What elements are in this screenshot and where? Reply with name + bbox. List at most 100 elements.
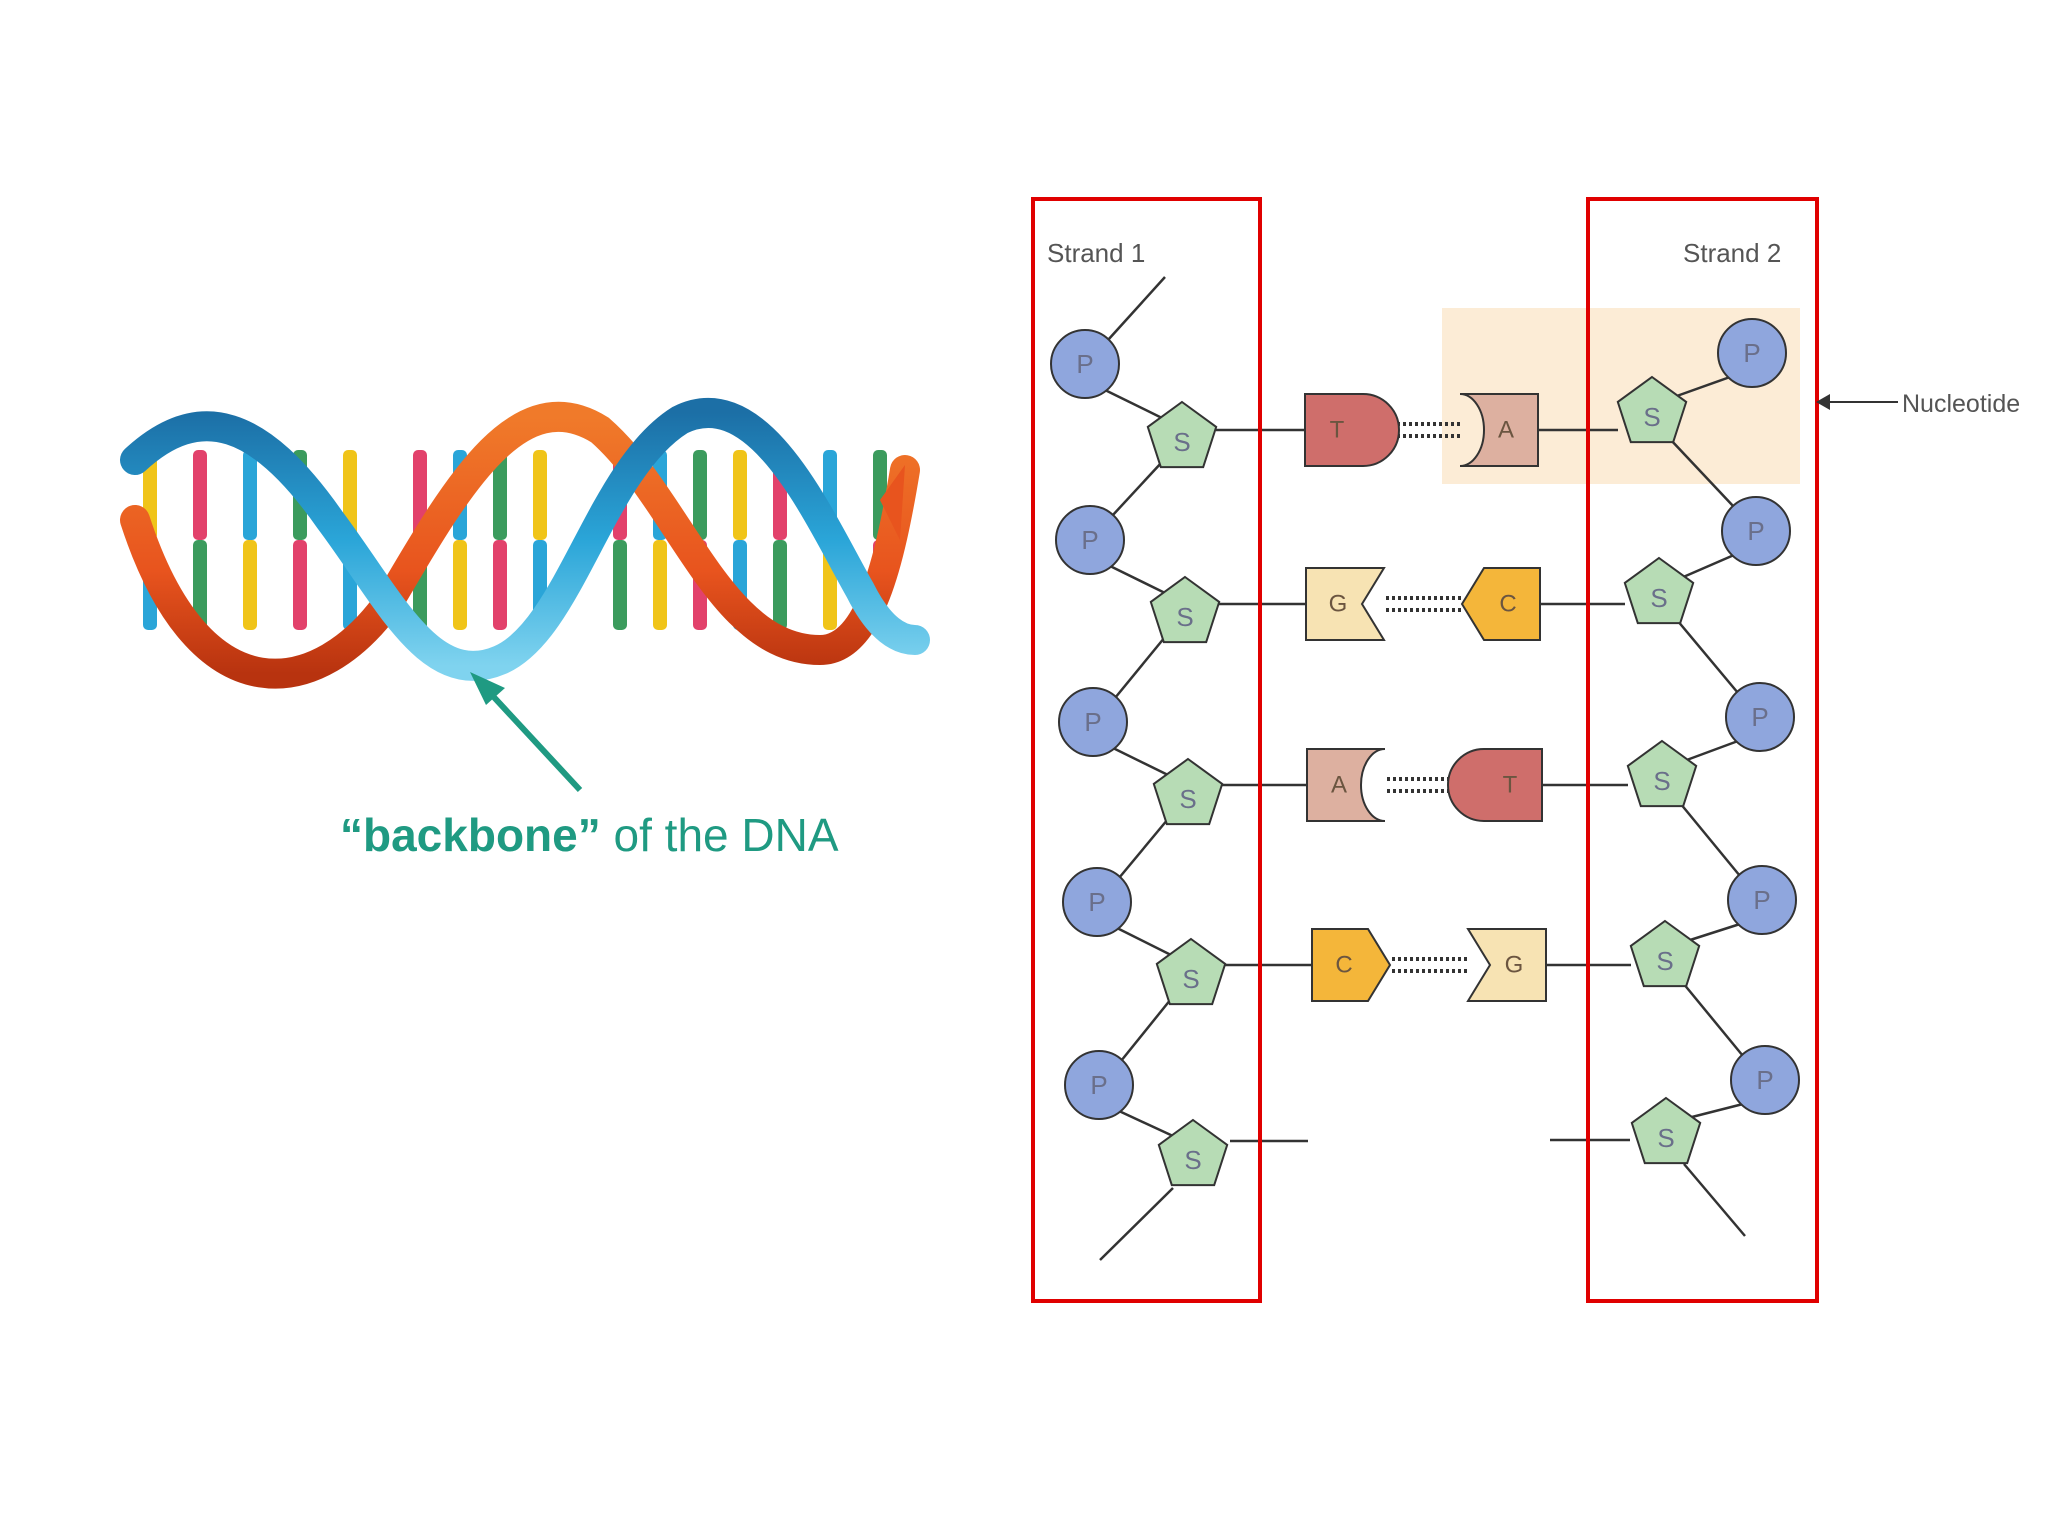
base-c bbox=[1311, 928, 1392, 1002]
phosphate-label: P bbox=[1747, 516, 1764, 546]
backbone-bond bbox=[1111, 461, 1163, 517]
backbone-bond bbox=[1109, 564, 1166, 595]
backbone-bond bbox=[1683, 1163, 1746, 1237]
sugar-pentagon bbox=[1626, 739, 1698, 808]
helix-rung bbox=[293, 540, 307, 630]
base-g bbox=[1466, 928, 1547, 1002]
base-label: A bbox=[1498, 417, 1514, 444]
backbone-bond bbox=[1114, 636, 1166, 699]
backbone-bond bbox=[1120, 998, 1172, 1062]
base-a bbox=[1459, 393, 1539, 467]
sugar-label: S bbox=[1176, 602, 1193, 632]
base-label: G bbox=[1505, 952, 1524, 979]
nucleotide-pointer-arrowhead bbox=[1816, 394, 1830, 410]
strand1-label: Strand 1 bbox=[1047, 238, 1145, 268]
backbone-bond bbox=[1683, 739, 1739, 763]
sugar-label: S bbox=[1657, 1123, 1674, 1153]
backbone-bond bbox=[1682, 982, 1744, 1057]
phosphate-circle bbox=[1050, 329, 1120, 399]
caption-open-quote: “ bbox=[340, 809, 363, 861]
strand1-box bbox=[1031, 197, 1262, 1303]
helix-rung bbox=[493, 450, 507, 540]
helix-rung bbox=[613, 540, 627, 630]
base-c bbox=[1460, 567, 1541, 641]
phosphate-circle bbox=[1058, 687, 1128, 757]
caption-emphasis: backbone bbox=[363, 809, 578, 861]
sugar-pentagon bbox=[1146, 400, 1218, 469]
phosphate-circle bbox=[1725, 682, 1795, 752]
backbone-caption: “backbone” of the DNA bbox=[340, 808, 839, 862]
sugar-label: S bbox=[1653, 766, 1670, 796]
base-label: T bbox=[1503, 772, 1518, 799]
sugar-pentagon bbox=[1630, 1096, 1702, 1165]
base-t bbox=[1447, 748, 1543, 822]
base-a bbox=[1306, 748, 1386, 822]
helix-rung bbox=[653, 540, 667, 630]
phosphate-label: P bbox=[1084, 707, 1101, 737]
nucleotide-label: Nucleotide bbox=[1902, 390, 2020, 418]
sugar-label: S bbox=[1643, 402, 1660, 432]
base-label: A bbox=[1331, 772, 1347, 799]
backbone-bond bbox=[1686, 922, 1741, 943]
phosphate-label: P bbox=[1753, 885, 1770, 915]
sugar-label: S bbox=[1656, 946, 1673, 976]
base-label: C bbox=[1335, 952, 1352, 979]
phosphate-circle bbox=[1721, 496, 1791, 566]
sugar-pentagon bbox=[1149, 575, 1221, 644]
phosphate-circle bbox=[1062, 867, 1132, 937]
backbone-bond bbox=[1687, 1102, 1744, 1120]
helix-orange-tip bbox=[880, 465, 905, 540]
backbone-bond bbox=[1680, 553, 1735, 580]
phosphate-label: P bbox=[1756, 1065, 1773, 1095]
base-label: C bbox=[1499, 591, 1516, 618]
phosphate-circle bbox=[1717, 318, 1787, 388]
base-t bbox=[1304, 393, 1400, 467]
sugar-label: S bbox=[1173, 427, 1190, 457]
sugar-pentagon bbox=[1623, 556, 1695, 625]
helix-blue-strand bbox=[120, 398, 930, 681]
phosphate-circle bbox=[1055, 505, 1125, 575]
backbone-bond bbox=[1107, 276, 1166, 341]
helix-rung bbox=[493, 540, 507, 630]
helix-rung bbox=[533, 450, 547, 540]
sugar-label: S bbox=[1182, 964, 1199, 994]
strand2-label: Strand 2 bbox=[1683, 238, 1781, 268]
phosphate-circle bbox=[1064, 1050, 1134, 1120]
backbone-bond bbox=[1673, 375, 1731, 399]
backbone-bond bbox=[1112, 746, 1169, 777]
helix-rung bbox=[193, 450, 207, 540]
backbone-bond bbox=[1118, 1109, 1174, 1138]
helix-rung bbox=[193, 540, 207, 630]
helix-rung bbox=[453, 540, 467, 630]
backbone-bond bbox=[1679, 802, 1741, 877]
sugar-label: S bbox=[1184, 1145, 1201, 1175]
helix-rung bbox=[243, 540, 257, 630]
sugar-pentagon bbox=[1629, 919, 1701, 988]
backbone-bond bbox=[1099, 1187, 1174, 1261]
sugar-label: S bbox=[1179, 784, 1196, 814]
backbone-bond bbox=[1669, 438, 1735, 508]
base-label: T bbox=[1330, 417, 1345, 444]
base-g bbox=[1305, 567, 1386, 641]
helix-rung bbox=[693, 450, 707, 540]
phosphate-label: P bbox=[1081, 525, 1098, 555]
sugar-pentagon bbox=[1616, 375, 1688, 444]
phosphate-label: P bbox=[1751, 702, 1768, 732]
sugar-pentagon bbox=[1155, 937, 1227, 1006]
helix-rung bbox=[773, 540, 787, 630]
base-label: G bbox=[1329, 591, 1348, 618]
backbone-bond bbox=[1104, 388, 1163, 420]
caption-rest: of the DNA bbox=[600, 809, 839, 861]
backbone-bond bbox=[1116, 926, 1172, 957]
sugar-label: S bbox=[1650, 583, 1667, 613]
helix-rung bbox=[243, 450, 257, 540]
backbone-bond bbox=[1676, 619, 1739, 694]
sugar-pentagon bbox=[1152, 757, 1224, 826]
phosphate-circle bbox=[1730, 1045, 1800, 1115]
sugar-pentagon bbox=[1157, 1118, 1229, 1187]
phosphate-circle bbox=[1727, 865, 1797, 935]
